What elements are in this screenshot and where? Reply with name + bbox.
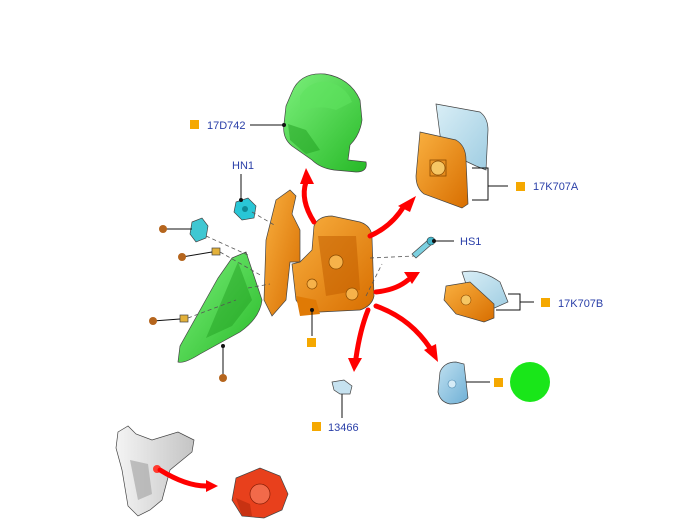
label-screw[interactable]: HS1 — [460, 236, 481, 248]
callout-square-icon — [516, 182, 525, 191]
mirror-housing-part — [263, 189, 375, 317]
callout-square-icon — [494, 378, 503, 387]
callout-square-icon — [541, 298, 550, 307]
label-clip[interactable]: HN1 — [232, 160, 254, 172]
bulb-part — [331, 379, 353, 395]
turn-signal-lamp-part — [437, 361, 469, 405]
callout-square-icon — [307, 338, 316, 347]
callout-square-icon — [190, 120, 199, 129]
mirror-glass-upper-part — [415, 103, 489, 209]
screw-part — [411, 236, 436, 259]
fastener-dot-icon — [149, 225, 227, 382]
mirror-motor-part — [231, 467, 289, 519]
label-bulb[interactable]: 13466 — [328, 422, 359, 434]
mirror-bracket-part — [115, 425, 195, 517]
clip-part — [233, 197, 257, 221]
fastener-group — [179, 217, 221, 323]
label-glass-upper[interactable]: 17K707A — [533, 181, 579, 193]
label-glass-lower[interactable]: 17K707B — [558, 298, 603, 310]
red-arrowhead-icons — [206, 168, 438, 492]
mirror-cover-part — [283, 73, 367, 173]
mirror-back-cover-part — [177, 251, 263, 363]
label-cover[interactable]: 17D742 — [207, 120, 246, 132]
assembly-lines — [187, 211, 415, 319]
callout-square-icon — [312, 422, 321, 431]
mirror-glass-lower-part — [443, 270, 509, 323]
red-arrow-icon — [157, 179, 433, 489]
green-circle-icon[interactable] — [510, 362, 550, 402]
